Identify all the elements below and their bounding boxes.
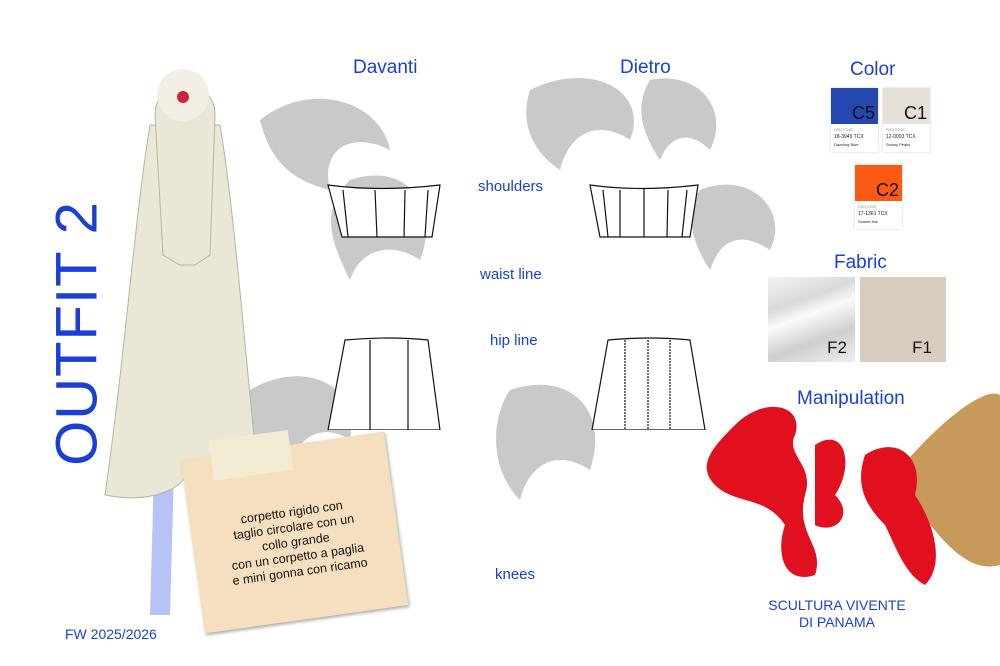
swatch-brand: PANTONE xyxy=(834,127,853,132)
measure-shoulders: shoulders xyxy=(478,178,544,195)
fabric-code: F2 xyxy=(827,338,847,357)
swatch-name: Scarlet Ibis xyxy=(858,219,878,224)
front-view-heading: Davanti xyxy=(353,57,418,78)
swatch-number: 18-3949 TCX xyxy=(834,134,864,140)
swatch-name: Snowy Peaks xyxy=(886,142,911,147)
caption-line: DI PANAMA xyxy=(799,614,875,630)
fabric-code: F1 xyxy=(912,338,932,357)
skirt-front xyxy=(327,337,441,430)
swatch-code: C5 xyxy=(851,103,875,123)
swatch-brand: PANTONE xyxy=(886,127,905,132)
fabric-heading: Fabric xyxy=(834,252,887,273)
measure-waist: waist line xyxy=(480,266,542,283)
color-heading: Color xyxy=(850,59,896,80)
sticky-note: corpetto rigido con taglio circolare con… xyxy=(180,429,409,634)
measure-knees: knees xyxy=(495,566,536,583)
swatch-code: C2 xyxy=(875,180,899,200)
swatch-c2: C2 PANTONE 17-1361 TCX Scarlet Ibis xyxy=(855,165,902,229)
swatch-c5: C5 PANTONE 18-3949 TCX Dazzling Blue xyxy=(831,88,878,152)
swatch-name: Dazzling Blue xyxy=(834,142,859,147)
manipulation-caption: SCULTURA VIVENTE DI PANAMA xyxy=(752,597,922,631)
swatch-number: 17-1361 TCX xyxy=(858,211,888,217)
manipulation-heading: Manipulation xyxy=(797,388,905,409)
season-label: FW 2025/2026 xyxy=(65,626,157,642)
technical-flats xyxy=(327,184,706,430)
swatch-number: 12-0003 TCX xyxy=(886,134,916,140)
caption-line: SCULTURA VIVENTE xyxy=(768,597,906,613)
measure-hip: hip line xyxy=(490,332,538,349)
bodice-front xyxy=(327,184,441,238)
back-view-heading: Dietro xyxy=(620,57,671,78)
fabric-sample-f1: F1 xyxy=(860,277,946,362)
coral-sculpture-image xyxy=(706,393,1000,585)
swatch-code: C1 xyxy=(903,103,927,123)
swatch-c1: C1 PANTONE 12-0003 TCX Snowy Peaks xyxy=(883,88,930,152)
swatch-brand: PANTONE xyxy=(858,204,877,209)
fabric-sample-f2: F2 xyxy=(768,277,855,362)
